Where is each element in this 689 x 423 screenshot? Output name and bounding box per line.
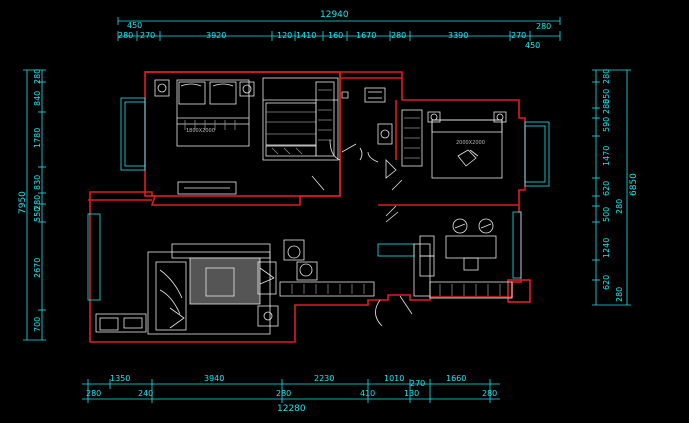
top-dim-b2: 3920 bbox=[206, 31, 226, 40]
bottom-dim-b4: 130 bbox=[404, 389, 419, 398]
top-dim-a1: 280 bbox=[536, 22, 551, 31]
top-dim-b3: 120 bbox=[277, 31, 292, 40]
right-dim-9: 620 bbox=[602, 275, 611, 290]
left-dimension-chain: 7950 280 840 1780 830 280 550 2670 700 bbox=[18, 69, 46, 341]
bottom-dim-b5: 280 bbox=[482, 389, 497, 398]
right-dim-5: 620 bbox=[602, 181, 611, 196]
bottom-dimension-chain: 1350 3940 2230 1010 1660 270 280 240 280… bbox=[82, 374, 500, 414]
top-dim-b5: 160 bbox=[328, 31, 343, 40]
right-dim-8: 1240 bbox=[602, 238, 611, 258]
left-dim-6: 2670 bbox=[33, 258, 42, 278]
bed2-size-label: 2000X2000 bbox=[456, 140, 485, 146]
top-dim-b6: 1670 bbox=[356, 31, 376, 40]
right-dimension-chain: 280 850 280 590 1470 620 280 500 1240 62… bbox=[592, 69, 639, 306]
right-dim-6: 280 bbox=[615, 199, 624, 214]
right-dim-4: 1470 bbox=[602, 146, 611, 166]
left-dim-3: 830 bbox=[33, 175, 42, 190]
top-dim-a0: 450 bbox=[127, 21, 142, 30]
right-dim-1: 850 bbox=[602, 89, 611, 104]
right-dim-2: 280 bbox=[602, 99, 611, 114]
bottom-dim-b3: 410 bbox=[360, 389, 375, 398]
dining-room bbox=[385, 205, 513, 299]
master-bedroom: 1800X2000 bbox=[154, 79, 255, 195]
wardrobe-room bbox=[262, 77, 339, 161]
second-bedroom: 2000X2000 bbox=[385, 109, 507, 191]
bottom-dim-a0: 1350 bbox=[110, 374, 130, 383]
left-dim-2: 1780 bbox=[33, 128, 42, 148]
bottom-overall-dim: 12280 bbox=[277, 404, 306, 414]
right-dim-10: 280 bbox=[615, 287, 624, 302]
bottom-dim-b0: 280 bbox=[86, 389, 101, 398]
left-dim-5: 550 bbox=[33, 207, 42, 222]
right-dim-7: 500 bbox=[602, 207, 611, 222]
top-dim-b10: 450 bbox=[525, 41, 540, 50]
bottom-dim-b1: 240 bbox=[138, 389, 153, 398]
living-room bbox=[147, 239, 413, 335]
bottom-dim-a1: 3940 bbox=[204, 374, 224, 383]
top-dim-b9: 270 bbox=[511, 31, 526, 40]
bottom-dim-b2: 280 bbox=[276, 389, 291, 398]
top-dimension-chain: 12940 450 280 280 270 3920 120 1410 160 … bbox=[117, 10, 561, 50]
left-dim-4: 280 bbox=[33, 195, 42, 210]
bottom-dim-a5: 270 bbox=[410, 379, 425, 388]
bottom-dim-a3: 1010 bbox=[384, 374, 404, 383]
right-dim-3: 590 bbox=[602, 117, 611, 132]
walls bbox=[88, 71, 531, 343]
bathroom bbox=[341, 87, 393, 161]
top-dim-b8: 3390 bbox=[448, 31, 468, 40]
right-dim-0: 280 bbox=[602, 69, 611, 84]
top-dim-b0: 280 bbox=[118, 31, 133, 40]
top-overall-dim: 12940 bbox=[320, 10, 349, 20]
top-dim-b7: 280 bbox=[391, 31, 406, 40]
bed-size-label: 1800X2000 bbox=[186, 128, 215, 134]
right-overall-dim: 6850 bbox=[629, 173, 639, 196]
left-dim-7: 700 bbox=[33, 317, 42, 332]
top-dim-b1: 270 bbox=[140, 31, 155, 40]
door-swings bbox=[311, 139, 399, 223]
windows bbox=[87, 97, 550, 301]
left-dim-1: 840 bbox=[33, 91, 42, 106]
balcony bbox=[95, 313, 147, 333]
top-dim-b4: 1410 bbox=[296, 31, 316, 40]
bottom-dim-a4: 1660 bbox=[446, 374, 466, 383]
left-overall-dim: 7950 bbox=[18, 191, 28, 214]
bottom-dim-a2: 2230 bbox=[314, 374, 334, 383]
left-dim-0: 280 bbox=[33, 69, 42, 84]
